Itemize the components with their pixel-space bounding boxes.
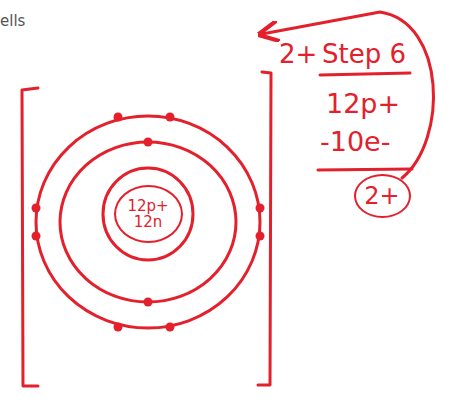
underline bbox=[320, 73, 410, 75]
ion-charge: 2+ bbox=[279, 40, 317, 70]
result-circle: 2+ bbox=[354, 174, 411, 218]
nucleus-ring bbox=[103, 168, 193, 260]
subtraction-line bbox=[318, 169, 412, 170]
inner-shell bbox=[60, 142, 236, 302]
proton-count: 12p+ bbox=[326, 88, 400, 119]
electrons bbox=[32, 113, 265, 332]
node-text: 12p+ 12n bbox=[126, 198, 170, 231]
nucleus-circle: 12p+ 12n bbox=[114, 185, 183, 243]
node-text: 2+ bbox=[364, 183, 399, 209]
curved-arrow bbox=[262, 12, 433, 178]
step-heading: Step 6 bbox=[322, 40, 406, 70]
electron-count: -10e- bbox=[320, 126, 390, 157]
cut-off-text: ells bbox=[0, 13, 25, 30]
outer-shell bbox=[36, 116, 260, 328]
